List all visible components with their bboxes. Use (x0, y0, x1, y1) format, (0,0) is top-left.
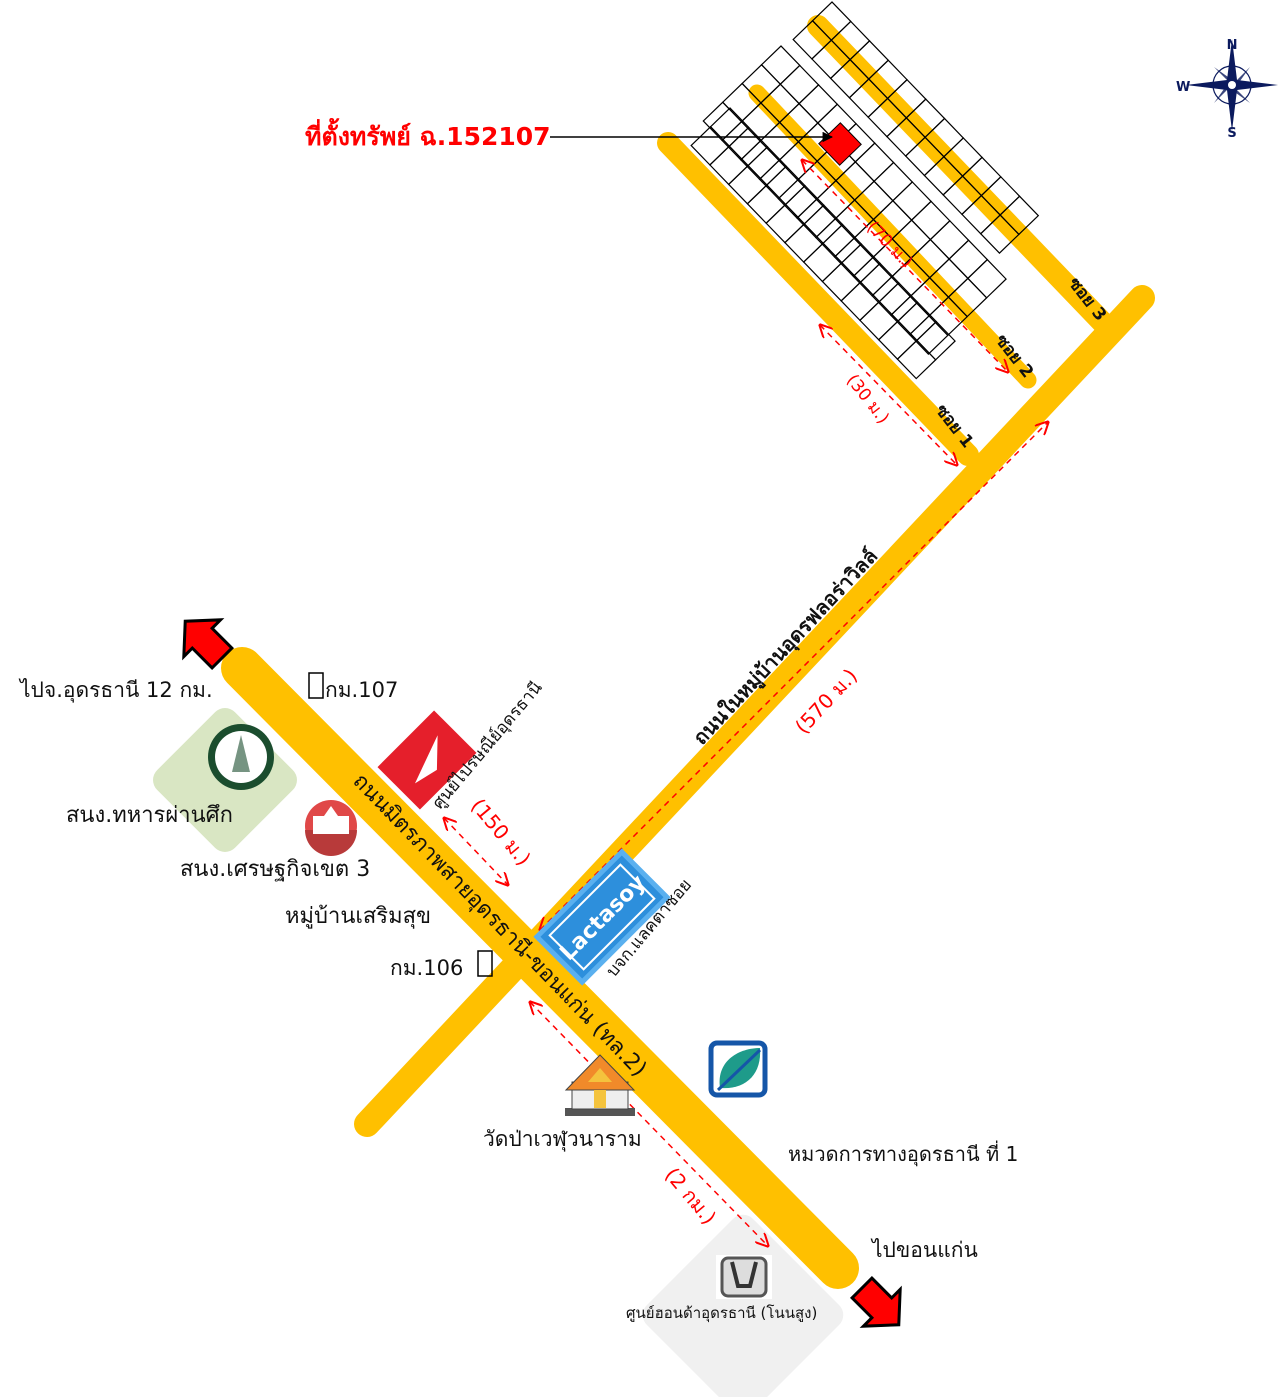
land-plot-cell (798, 83, 839, 124)
dist-150-arrow (444, 818, 508, 885)
land-plot-cell (784, 184, 825, 225)
economic-office-label: สนง.เศรษฐกิจเขต 3 (180, 857, 370, 882)
land-plot-cell (777, 179, 818, 219)
school-icon (305, 800, 357, 856)
dist-70-arrow (802, 160, 1008, 372)
land-plot-grids (690, 1, 1040, 380)
land-plot-cell (728, 126, 769, 167)
land-plot-cell (702, 101, 743, 142)
dist-570-arrow (540, 422, 1048, 930)
km107-label: กม.107 (325, 678, 398, 702)
land-plot-cell (814, 217, 855, 258)
honda-label: ศูนย์ฮอนด้าอุดรธานี (โนนสูง) (626, 1304, 817, 1323)
land-plot-cell (841, 243, 881, 283)
svg-text:N: N (1227, 38, 1238, 53)
km106-marker-icon (477, 950, 493, 977)
land-plot-cell (929, 219, 970, 260)
land-plot-cell (948, 239, 989, 280)
honda-area (642, 1214, 844, 1397)
dist-2km-arrow (530, 1002, 768, 1246)
compass-rose-icon: N S E W (1176, 38, 1278, 141)
village-sermsuk-label: หมู่บ้านเสริมสุข (285, 904, 431, 929)
land-plot-cell (765, 165, 806, 206)
land-plot-cell (779, 64, 820, 105)
land-plot-cell (859, 262, 900, 303)
temple-label: วัดป่าเวฬุวนาราม (483, 1127, 642, 1152)
land-plot-cell (758, 159, 799, 200)
veterans-label: สนง.ทหารผ่านศึก (66, 803, 233, 828)
svg-text:S: S (1227, 126, 1236, 141)
land-plot-cell (910, 200, 951, 241)
thailand-post-logo-icon (377, 710, 477, 810)
land-plot-cell (854, 142, 895, 183)
land-plot-cell (747, 145, 788, 186)
veterans-logo-icon (208, 724, 274, 790)
km106-label: กม.106 (390, 956, 463, 980)
land-plot-cell (803, 204, 844, 245)
land-plot-cell (709, 107, 750, 148)
km107-marker-icon (308, 672, 324, 699)
to-khonkaen-arrow-icon (849, 1275, 902, 1328)
land-plot-cell (796, 198, 837, 239)
to-udon-label: ไปจ.อุดรธานี 12 กม. (18, 678, 213, 703)
to-khonkaen-label: ไปขอนแก่น (870, 1238, 978, 1262)
land-plot-cell (739, 140, 780, 181)
land-plot-cell (822, 223, 863, 264)
land-plot-cell (892, 181, 932, 221)
bangchak-logo-icon (708, 1040, 768, 1098)
land-plot-cell (908, 315, 949, 355)
land-plot-cell (873, 161, 914, 202)
land-plot-cell (967, 258, 1007, 299)
land-plot-cell (833, 237, 874, 278)
svg-text:W: W (1176, 80, 1190, 95)
village-road (354, 285, 1155, 1137)
land-plot-cell (852, 256, 893, 297)
temple-icon (564, 1054, 636, 1116)
property-title: ที่ตั้งทรัพย์ ฉ.152107 (305, 117, 551, 151)
highways-dept-label: หมวดการทางอุดรธานี ที่ 1 (788, 1140, 1018, 1167)
honda-logo-icon (716, 1255, 772, 1299)
land-plot-cell (890, 295, 930, 336)
land-plot-cell (721, 120, 762, 161)
land-plot-cell (871, 276, 912, 317)
soi1-road (657, 132, 979, 466)
land-plot-cell (878, 281, 919, 322)
land-plot-cell (916, 320, 956, 361)
to-udon-arrow-icon (182, 618, 235, 671)
village-road-label: ถนนในหมู่บ้านอุดรฟลอร่าวิลล์ (688, 544, 883, 751)
land-plot-cell (897, 301, 938, 342)
land-plot-cell (760, 45, 801, 86)
dist-150-label: (150 ม.) (466, 794, 536, 870)
dist-2km-label: (2 กม.) (660, 1163, 721, 1229)
